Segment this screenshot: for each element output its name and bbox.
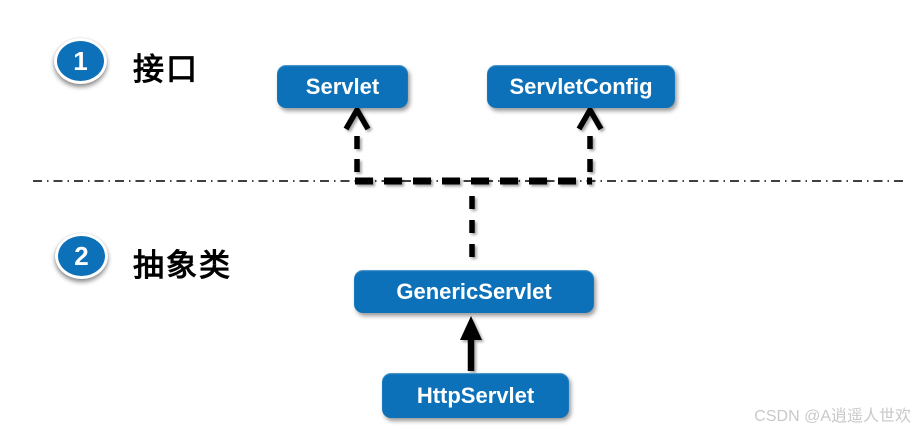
node-http-servlet: HttpServlet	[382, 373, 569, 418]
edge-http-servlet-to-generic-servlet	[460, 316, 482, 371]
section-2-badge-number: 2	[74, 241, 89, 271]
edge-generic-servlet-to-servlet-config	[576, 104, 604, 181]
node-http-servlet-label: HttpServlet	[416, 382, 535, 408]
section-1-badge-number: 1	[73, 46, 88, 76]
node-generic-servlet-label: GenericServlet	[396, 278, 552, 304]
section-1-badge: 1	[54, 38, 107, 84]
edge-generic-servlet-to-servlet	[343, 104, 371, 181]
node-servlet-config-label: ServletConfig	[509, 73, 653, 99]
node-servlet: Servlet	[277, 65, 408, 108]
node-servlet-label: Servlet	[305, 73, 380, 99]
csdn-watermark: CSDN @A逍遥人世欢	[754, 408, 911, 425]
node-servlet-config: ServletConfig	[487, 65, 675, 108]
section-2-badge: 2	[55, 233, 108, 279]
section-1-label: 接口	[133, 52, 199, 87]
node-generic-servlet: GenericServlet	[354, 270, 594, 313]
section-2-label: 抽象类	[133, 248, 232, 283]
